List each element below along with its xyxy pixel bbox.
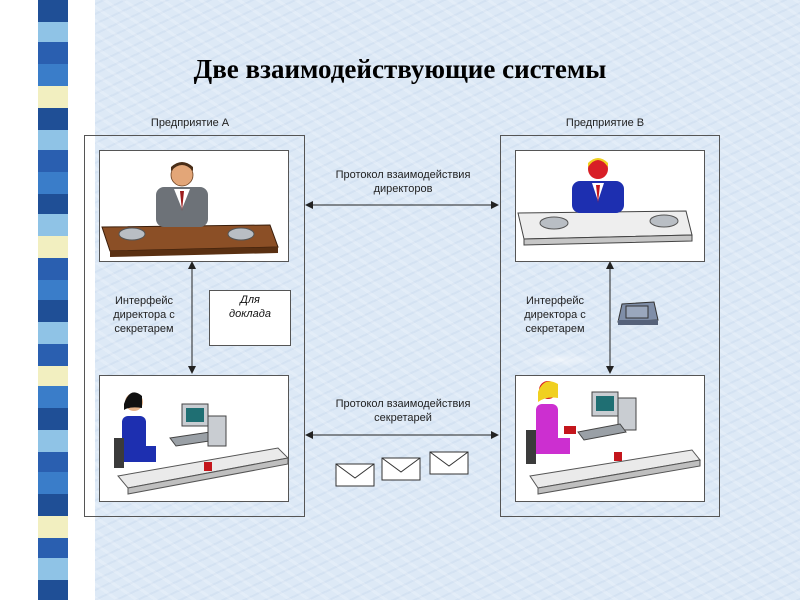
envelope-icon bbox=[335, 463, 375, 487]
secretary-at-computer-icon bbox=[114, 392, 290, 495]
secretary-b-picture bbox=[515, 375, 705, 502]
businessman-at-desk-icon bbox=[101, 162, 279, 257]
enterprise-a-box bbox=[84, 135, 305, 517]
telephone-icon bbox=[617, 301, 659, 325]
envelope-icon bbox=[381, 457, 421, 481]
secretary-at-computer-icon bbox=[526, 381, 701, 495]
secretary-a-picture bbox=[99, 375, 290, 502]
enterprise-b-box bbox=[500, 135, 720, 517]
director-b-picture bbox=[515, 150, 705, 262]
enterprise-a-label: Предприятие А bbox=[150, 117, 230, 129]
envelope-icon bbox=[429, 451, 469, 475]
enterprise-b-label: Предприятие В bbox=[565, 117, 645, 129]
director-a-picture bbox=[99, 150, 289, 262]
director-at-desk-icon bbox=[517, 158, 693, 246]
slide-title: Две взаимодействующие системы bbox=[193, 54, 607, 84]
envelopes-group bbox=[335, 451, 469, 487]
